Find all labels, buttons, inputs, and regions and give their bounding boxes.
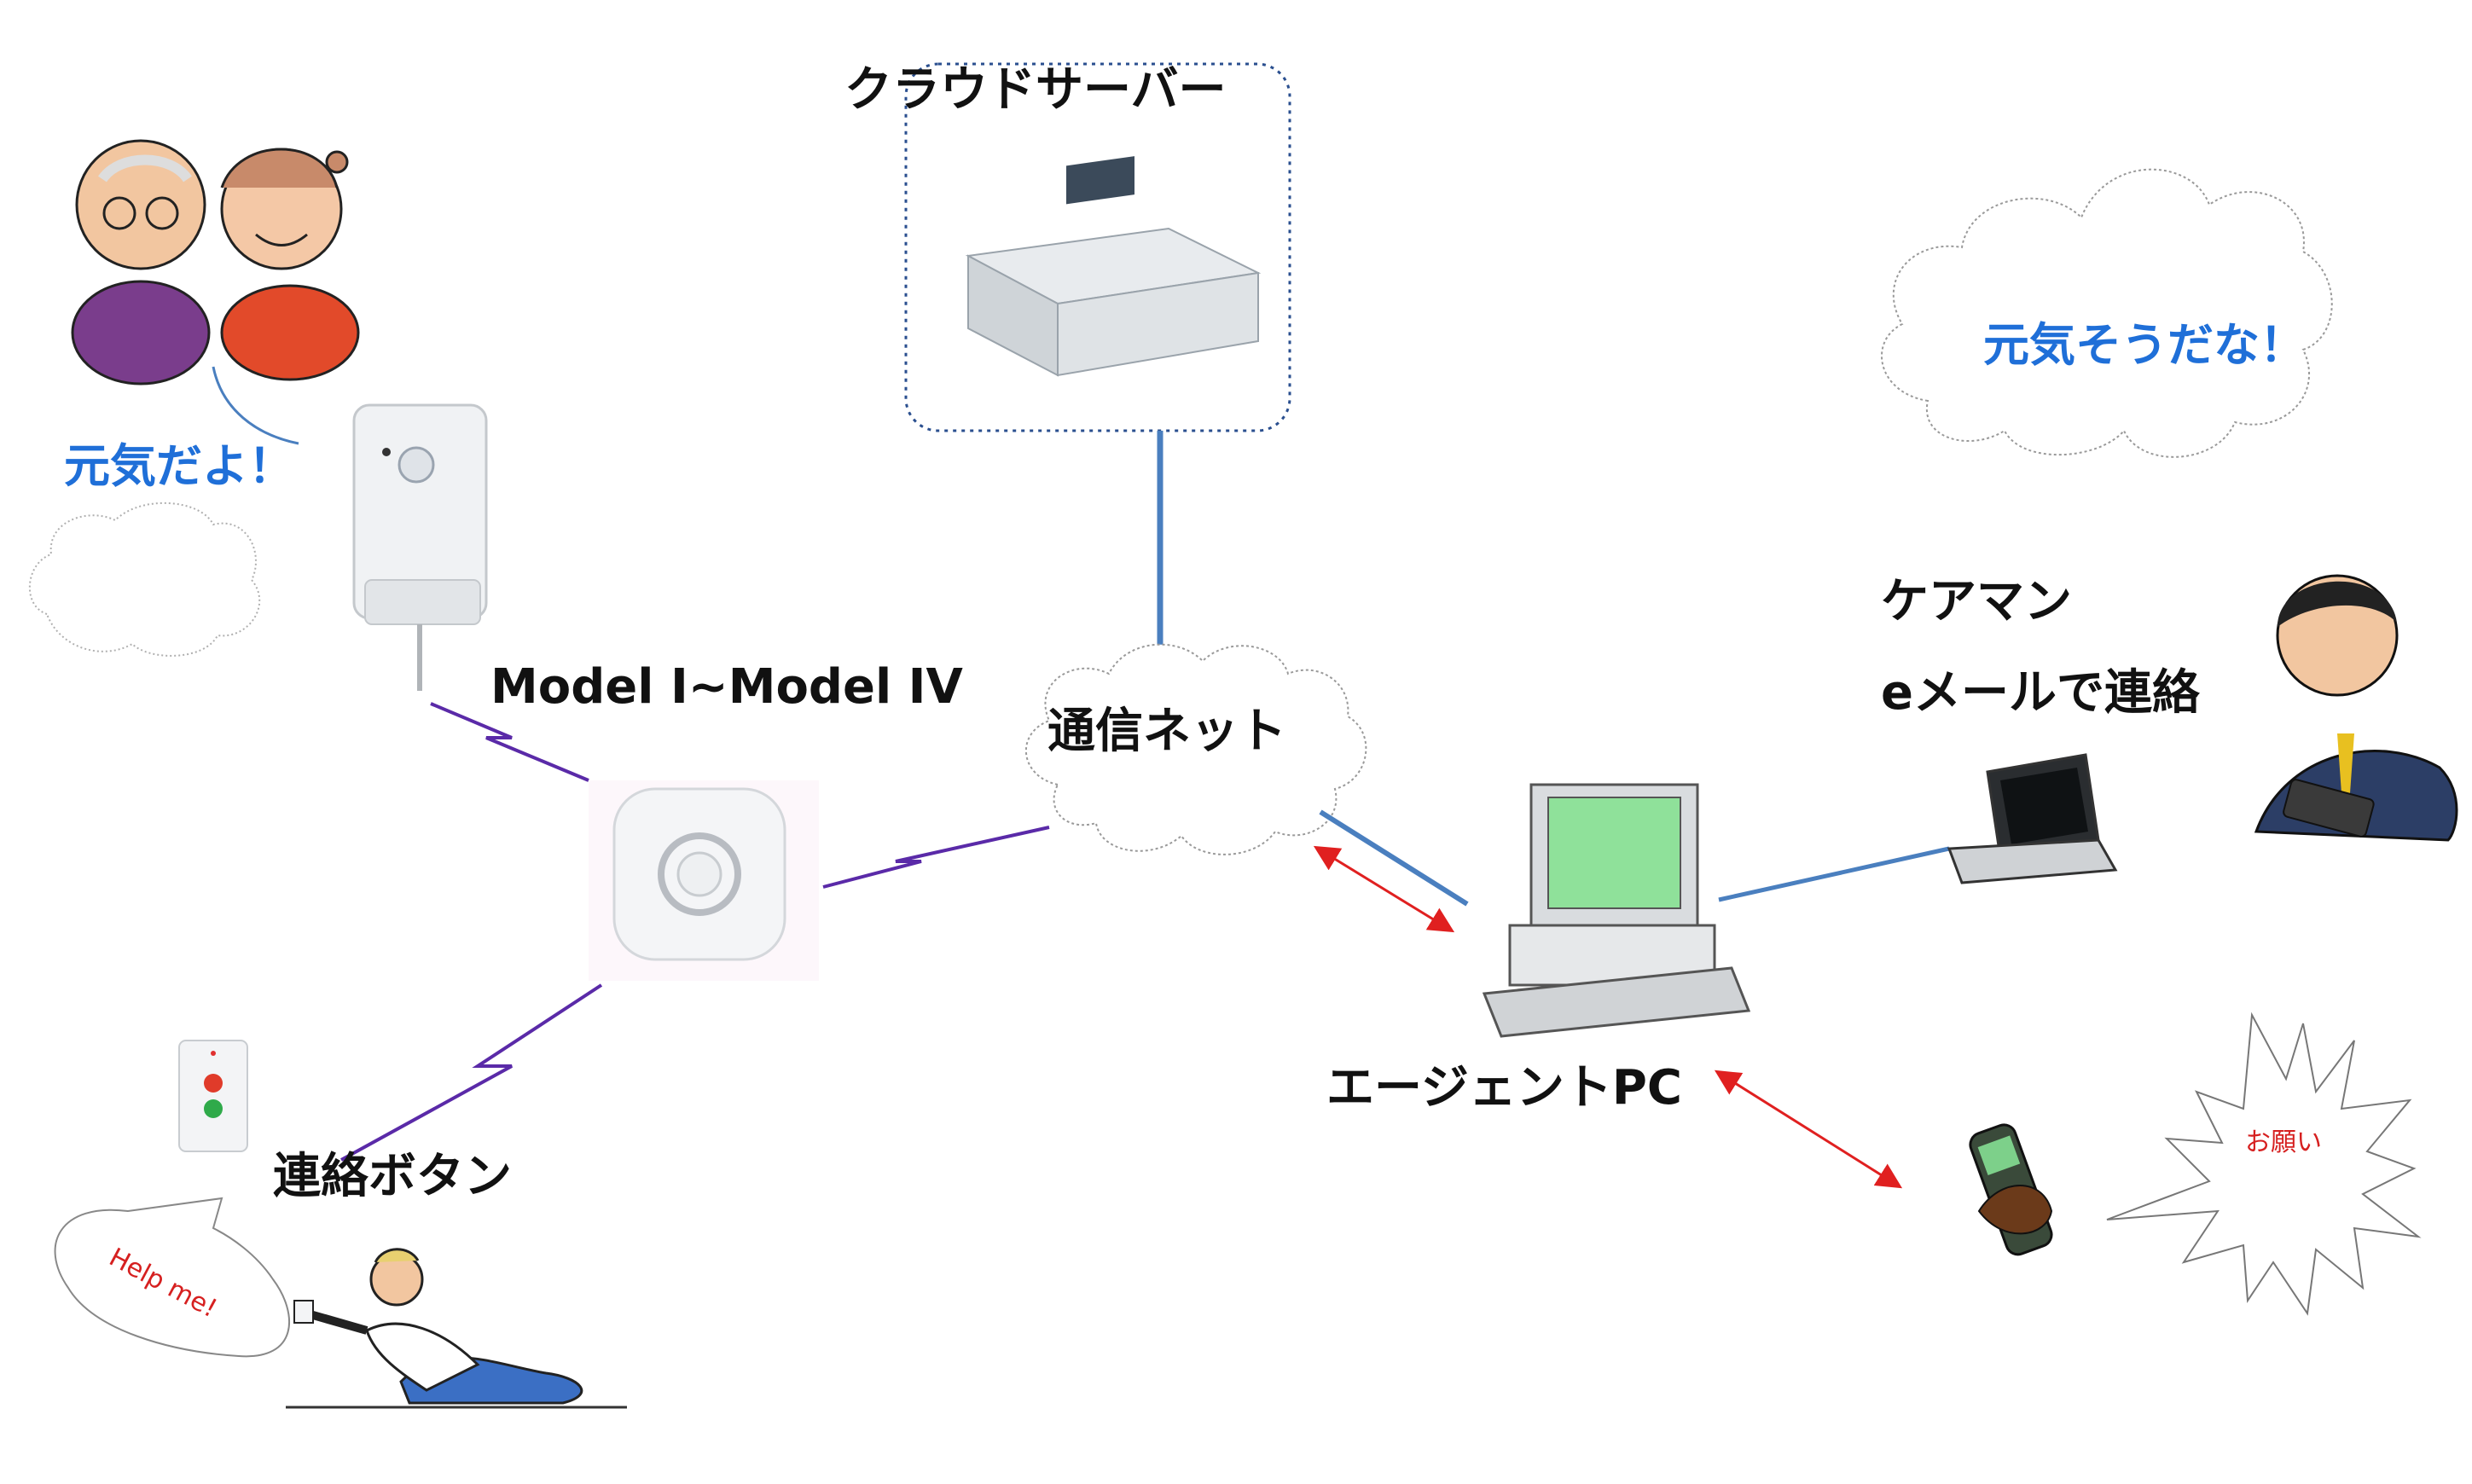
laptop-icon — [1947, 753, 2118, 884]
phone-bubble-text: お願い — [2245, 1127, 2322, 1157]
wireless-link-network — [822, 826, 1050, 889]
speech-cloud-left — [28, 501, 261, 657]
thought-cloud — [1881, 168, 2333, 458]
pc-phone-arrow — [1714, 1070, 1903, 1189]
care-manager-label: ケアマン — [1881, 574, 2072, 629]
speech-tail-left — [212, 366, 299, 445]
rack-server-icon — [965, 156, 1262, 377]
businessman-icon — [2254, 574, 2458, 842]
manager-thought-text: 元気そうだな！ — [1983, 318, 2306, 372]
elderly-speech-text: 元気だよ！ — [64, 439, 294, 493]
help-speech-bubble — [54, 1197, 290, 1358]
elderly-couple-icon — [71, 139, 360, 385]
wireless-gateway-icon — [589, 780, 819, 981]
email-contact-label: eメールで連絡 — [1881, 665, 2200, 721]
phone-starburst-bubble — [2106, 1012, 2422, 1316]
network-pc-link — [1319, 809, 1469, 907]
wireless-link-hub — [430, 702, 589, 782]
network-label: 通信ネット — [1047, 704, 1286, 759]
call-button-device-icon — [178, 1040, 248, 1152]
network-cloud — [1025, 643, 1367, 855]
cloud-server-label: クラウドサーバー — [844, 62, 1227, 118]
model-range-label: Model I~Model IV — [490, 659, 963, 715]
mobile-phone-icon — [1969, 1123, 2053, 1256]
cloud-server-box — [904, 62, 1291, 432]
desktop-pc-icon — [1482, 783, 1751, 1038]
network-pc-arrow — [1313, 845, 1455, 933]
agent-pc-label: エージェントPC — [1326, 1060, 1683, 1116]
wireless-link-button — [340, 983, 603, 1162]
wall-hub-device-icon — [352, 403, 488, 691]
pc-laptop-link — [1718, 846, 1950, 902]
fallen-person-icon — [286, 1248, 627, 1409]
call-button-label: 連絡ボタン — [273, 1149, 512, 1204]
